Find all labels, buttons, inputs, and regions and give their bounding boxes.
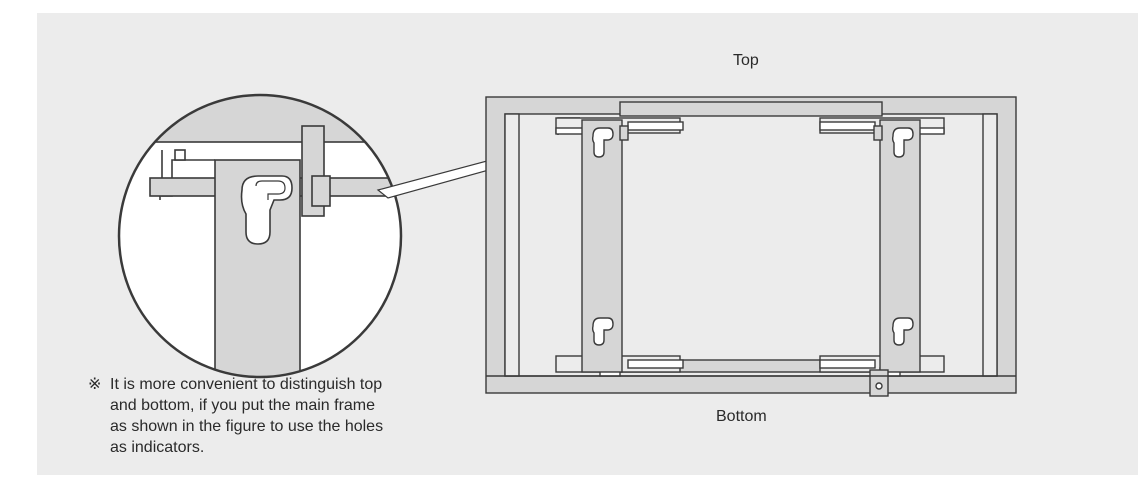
keyhole-right-top [891,127,914,158]
keyhole-left-bottom [591,317,614,346]
detail-circle-outline [117,93,403,379]
keyhole-right-bottom [891,317,914,346]
keyhole-left-top [591,127,614,158]
note-text: It is more convenient to distinguish top… [110,376,384,456]
left-vertical-arm [581,119,629,373]
reference-mark: ※ [88,376,102,393]
label-bottom: Bottom [716,408,767,425]
detail-keyhole [240,175,293,245]
detail-top-bar [119,95,401,143]
note: ※ It is more convenient to distinguish t… [88,374,388,458]
label-top: Top [733,52,759,69]
main-frame-diagram [485,96,1017,397]
top-plate [619,101,883,117]
right-vertical-arm [873,119,921,373]
